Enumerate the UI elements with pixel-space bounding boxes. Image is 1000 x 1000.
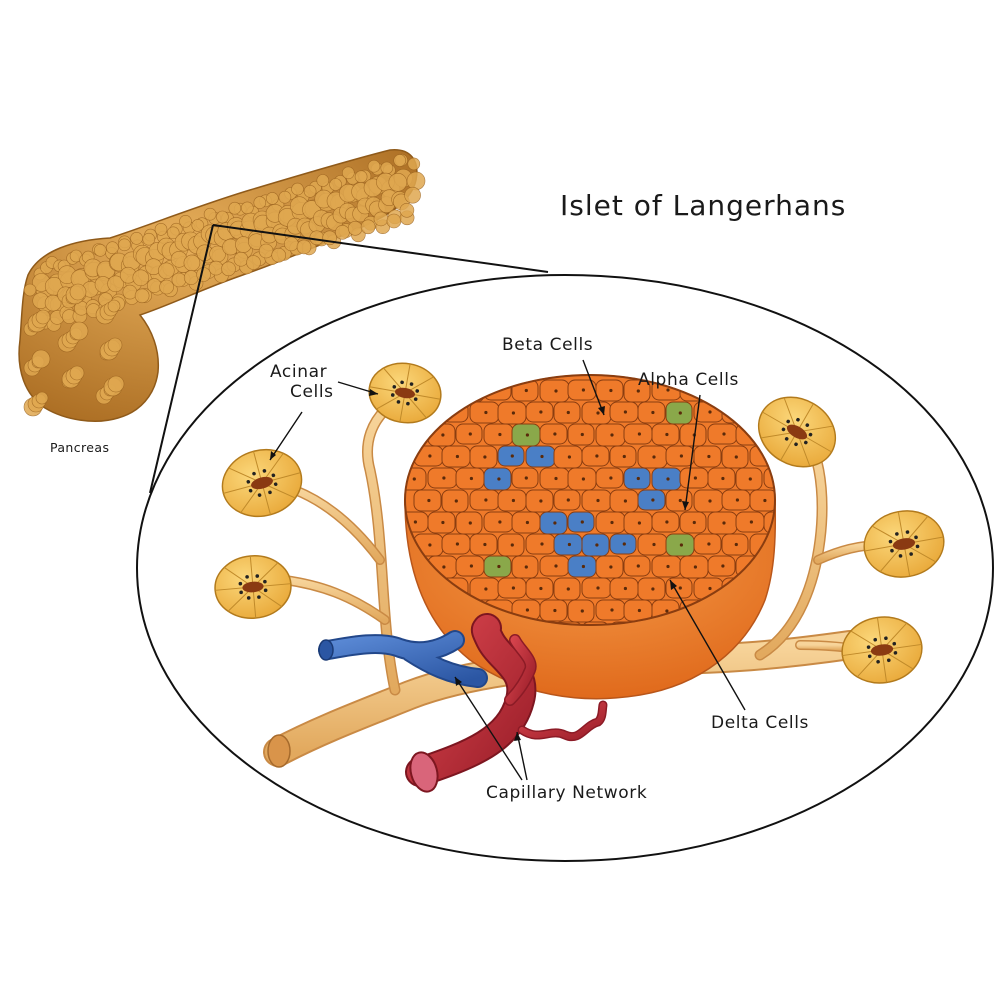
pancreas-lobule: [360, 219, 376, 235]
zoom-lines: [149, 224, 549, 494]
pancreas-lobule: [347, 221, 363, 236]
pancreas-lobule: [341, 166, 355, 180]
pancreas-lobule: [386, 213, 402, 229]
artery-opening: [409, 751, 439, 793]
pancreas-lobule: [309, 230, 325, 246]
pancreas-lobule: [291, 182, 304, 196]
pancreas-lobule: [118, 238, 131, 252]
pancreas-lobule: [69, 283, 87, 301]
acinus: [214, 555, 292, 619]
pancreas-lobule: [407, 157, 421, 171]
pancreas-lobule: [142, 232, 156, 246]
vein-opening: [318, 639, 334, 661]
pancreas-lobule: [253, 196, 267, 209]
pancreas-lobule: [354, 170, 368, 183]
pancreas-lobule: [271, 247, 287, 263]
pancreas-lobule: [94, 244, 107, 257]
pancreas-lobule: [191, 219, 205, 232]
pancreas-lobule: [283, 236, 299, 252]
pancreas-lobule: [69, 365, 85, 381]
pancreas-lobule: [69, 321, 89, 341]
pancreas-lobule: [35, 391, 49, 405]
pancreas-lobule: [406, 171, 426, 191]
pancreas-lobule: [216, 210, 229, 224]
acinar-label-line2: Cells: [290, 382, 334, 402]
pancreas-lobule: [246, 255, 261, 270]
alpha-cells-label: Alpha Cells: [638, 370, 739, 390]
pancreas-lobule: [107, 337, 123, 353]
acinus: [221, 448, 303, 518]
pancreas-lobule: [399, 203, 415, 218]
pancreas-texture: [23, 153, 426, 417]
pancreas-lobule: [183, 270, 199, 285]
pancreas-lobule: [106, 241, 119, 254]
acinus: [757, 396, 837, 468]
pancreas-lobule: [132, 269, 150, 287]
acinus: [841, 616, 923, 684]
pancreas-lobule: [107, 375, 125, 393]
pancreas-lobule: [228, 201, 242, 215]
pancreas-lobule: [107, 275, 124, 293]
pancreas-lobule: [179, 215, 192, 228]
pancreas-lobule: [335, 225, 350, 240]
beta-cells-label: Beta Cells: [502, 335, 593, 355]
pancreas-lobule: [233, 251, 249, 267]
pancreas-lobule: [241, 201, 254, 215]
acinus: [863, 510, 945, 578]
beta-cell: [581, 621, 610, 625]
pancreas-lobule: [134, 288, 150, 304]
pancreas-lobule: [393, 154, 407, 167]
pancreas-lobule: [147, 278, 162, 293]
duct-opening: [267, 734, 291, 768]
pancreas-lobule: [329, 178, 342, 191]
pancreas-lobule: [158, 262, 175, 280]
diagram-title: Islet of Langerhans: [560, 189, 846, 222]
pancreas-lobule: [221, 261, 236, 277]
capillary-network-label: Capillary Network: [486, 783, 647, 803]
pancreas-lobule: [159, 279, 174, 295]
pancreas-lobule: [258, 243, 274, 259]
pancreas-lobule: [278, 190, 292, 204]
pancreas-lobule: [203, 207, 217, 221]
pancreas-lobule: [31, 349, 51, 369]
pancreas-lobule: [367, 159, 381, 173]
pancreas-lobule: [154, 223, 168, 236]
delta-cells-label: Delta Cells: [711, 713, 809, 733]
acinus: [368, 362, 442, 424]
pancreas-lobule: [166, 226, 180, 240]
pancreas-lobule: [303, 185, 317, 198]
pancreas-lobule: [35, 309, 51, 325]
pancreas-lobule: [373, 211, 389, 227]
leader-lines: [269, 359, 746, 781]
pancreas-lobule: [380, 161, 394, 175]
pancreas-lobule: [107, 299, 121, 313]
beta-cell: [553, 621, 583, 625]
pancreas-lobule: [171, 272, 187, 288]
pancreas-lobule: [404, 186, 421, 204]
pancreas-lobule: [196, 267, 211, 282]
pancreas-lobule: [316, 174, 330, 187]
pancreas-organ: [18, 149, 426, 422]
pancreas-lobule: [296, 239, 312, 255]
pancreas-lobule: [265, 192, 279, 205]
capillary-network: [318, 613, 608, 793]
beta-cell: [609, 621, 637, 625]
pancreas-label: Pancreas: [50, 440, 109, 455]
pancreas-lobule: [183, 254, 201, 272]
pancreas-lobule: [44, 294, 62, 312]
pancreas-lobule: [23, 283, 37, 297]
pancreas-lobule: [208, 260, 224, 276]
pancreas-lobule: [388, 173, 408, 192]
acinar-clusters: [214, 362, 945, 684]
pancreas-lobule: [130, 232, 143, 245]
pancreas-lobule: [122, 284, 138, 300]
acinar-label-line1: Acinar: [270, 362, 327, 382]
